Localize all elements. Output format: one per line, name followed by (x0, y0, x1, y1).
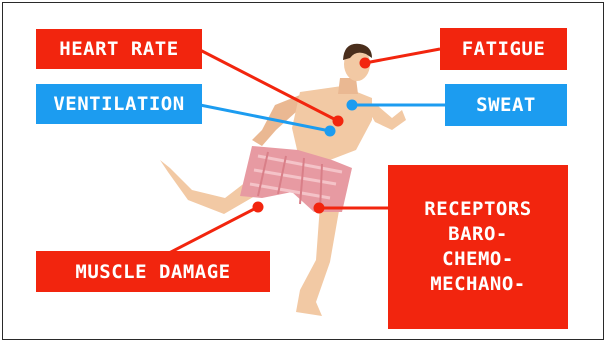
fatigue-label: FATIGUE (440, 28, 567, 70)
ventilation-dot (325, 126, 336, 137)
receptors-label: RECEPTORS BARO- CHEMO- MECHANO- (388, 165, 568, 329)
sweat-label: SWEAT (445, 84, 567, 126)
receptors-baro: BARO- (448, 222, 508, 247)
receptors-title: RECEPTORS (424, 197, 531, 222)
muscle-damage-dot (253, 202, 264, 213)
heart-rate-label: HEART RATE (36, 29, 202, 69)
fatigue-connector (365, 49, 440, 63)
receptors-chemo: CHEMO- (442, 247, 514, 272)
muscle-damage-label: MUSCLE DAMAGE (36, 251, 270, 292)
torso (292, 86, 372, 160)
ventilation-label: VENTILATION (36, 84, 202, 124)
fatigue-dot (360, 58, 371, 69)
receptors-mechano: MECHANO- (430, 272, 526, 297)
sweat-dot (347, 100, 358, 111)
receptors-dot (314, 203, 325, 214)
heart-rate-dot (333, 116, 344, 127)
